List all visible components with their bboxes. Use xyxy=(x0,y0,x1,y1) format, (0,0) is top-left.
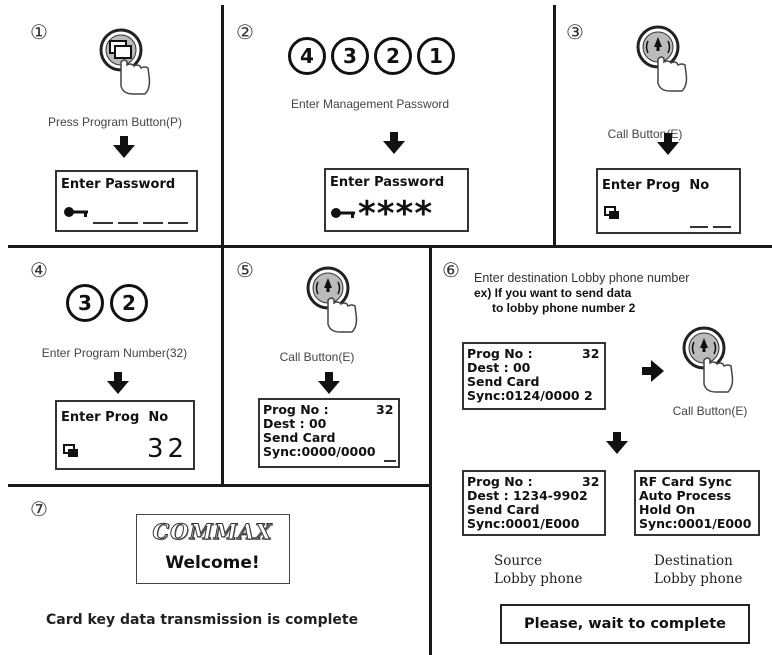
lcd-line: Hold On xyxy=(639,502,696,517)
lcd-value: 32 xyxy=(376,402,394,417)
password-slot xyxy=(118,222,138,224)
digit-circle: 2 xyxy=(374,37,412,75)
lcd-title: Enter Password xyxy=(330,175,445,190)
step-number-6: ⑥ xyxy=(442,258,460,282)
lcd-prog-status-1: Prog No : 32 Dest : 00 Send Card Sync:00… xyxy=(258,398,400,468)
digit-circle: 3 xyxy=(66,284,104,322)
lcd-enter-password-2: Enter Password **** xyxy=(324,168,469,234)
digit-circle: 3 xyxy=(331,37,369,75)
lcd-line: Sync:0000/0000 xyxy=(263,444,376,459)
program-icon xyxy=(604,206,619,219)
lcd-line: Sync:0001/E000 xyxy=(639,516,752,531)
lcd-line: RF Card Sync xyxy=(639,474,733,489)
lcd-title: Enter Prog No xyxy=(61,410,169,425)
lcd-enter-password-1: Enter Password xyxy=(55,170,198,232)
grid-line-h2 xyxy=(8,484,432,487)
lcd-line: Dest : 00 xyxy=(467,360,531,375)
call-button-icon xyxy=(682,326,734,393)
step5-caption: Call Button(E) xyxy=(279,350,355,364)
down-arrow-6 xyxy=(606,432,628,454)
wait-message: Please, wait to complete xyxy=(524,616,726,632)
grid-line-v2 xyxy=(553,5,556,245)
step-number-2: ② xyxy=(236,20,254,44)
lcd-enter-prog-no-1: Enter Prog No xyxy=(596,168,741,234)
lcd-line: Dest : 1234-9902 xyxy=(467,488,588,503)
right-arrow xyxy=(642,360,664,382)
step-number-4: ④ xyxy=(30,258,48,282)
password-stars: **** xyxy=(358,194,434,234)
cursor xyxy=(384,460,396,462)
commax-logo: COMMAX xyxy=(152,519,273,545)
lcd-value: 32 xyxy=(582,474,600,489)
destination-label-2: Lobby phone xyxy=(654,571,743,587)
lcd-line: Prog No : xyxy=(467,346,533,361)
call-button-icon xyxy=(306,266,358,333)
lcd-line: Prog No : xyxy=(263,402,329,417)
step-number-3: ③ xyxy=(566,20,584,44)
password-slot xyxy=(168,222,188,224)
down-arrow-1 xyxy=(113,136,135,158)
lcd-source: Prog No : 32 Dest : 1234-9902 Send Card … xyxy=(462,470,606,536)
grid-line-v3 xyxy=(429,245,432,655)
step1-caption: Press Program Button(P) xyxy=(47,115,183,129)
down-arrow-2 xyxy=(383,132,405,154)
digit-circle: 2 xyxy=(110,284,148,322)
down-arrow-5 xyxy=(318,372,340,394)
lcd-prog-status-2: Prog No : 32 Dest : 00 Send Card Sync:01… xyxy=(462,342,606,410)
program-button-icon xyxy=(99,28,151,95)
lcd-line: Sync:0001/E000 xyxy=(467,516,580,531)
lcd-title: Enter Prog No xyxy=(602,178,710,193)
key-icon xyxy=(64,207,88,217)
lcd-line: Send Card xyxy=(467,374,540,389)
prog-number-value: 32 xyxy=(147,434,189,464)
step4-caption: Enter Program Number(32) xyxy=(41,346,188,360)
step-number-7: ⑦ xyxy=(30,497,48,521)
lcd-line: Dest : 00 xyxy=(263,416,327,431)
prog-slot xyxy=(713,226,731,228)
lcd-line: Sync:0124/0000 2 xyxy=(467,388,593,403)
welcome-display: COMMAX Welcome! xyxy=(136,514,290,584)
step3-caption: Call Button(E) xyxy=(607,127,683,141)
grid-line-h1 xyxy=(8,245,772,248)
lcd-destination: RF Card Sync Auto Process Hold On Sync:0… xyxy=(634,470,760,536)
down-arrow-4 xyxy=(107,372,129,394)
step6-caption-line1: Enter destination Lobby phone number xyxy=(474,271,690,285)
step6-call-caption: Call Button(E) xyxy=(672,404,748,418)
password-slot xyxy=(93,222,113,224)
prog-slot xyxy=(690,226,708,228)
lcd-title: Enter Password xyxy=(61,177,176,192)
lcd-enter-prog-no-2: Enter Prog No 32 xyxy=(55,400,195,470)
source-label-2: Lobby phone xyxy=(494,571,583,587)
lcd-line: Send Card xyxy=(467,502,540,517)
down-arrow-3 xyxy=(657,133,679,155)
step6-caption-line3: to lobby phone number 2 xyxy=(492,301,636,315)
wait-message-box: Please, wait to complete xyxy=(500,604,750,644)
step6-caption-line2: ex) If you want to send data xyxy=(474,286,632,300)
digit-circle: 1 xyxy=(417,37,455,75)
completion-message: Card key data transmission is complete xyxy=(46,612,359,628)
step2-caption: Enter Management Password xyxy=(290,97,450,111)
lcd-line: Send Card xyxy=(263,430,336,445)
lcd-value: 32 xyxy=(582,346,600,361)
grid-line-v1 xyxy=(221,5,224,484)
call-button-icon xyxy=(636,25,688,92)
key-icon xyxy=(331,208,355,218)
source-label-1: Source xyxy=(494,553,543,569)
password-slot xyxy=(143,222,163,224)
step-number-5: ⑤ xyxy=(236,258,254,282)
digit-circle: 4 xyxy=(288,37,326,75)
lcd-line: Auto Process xyxy=(639,488,732,503)
program-icon xyxy=(63,444,78,457)
lcd-line: Prog No : xyxy=(467,474,533,489)
step-number-1: ① xyxy=(30,20,48,44)
destination-label-1: Destination xyxy=(654,553,733,569)
welcome-text: Welcome! xyxy=(165,553,260,573)
